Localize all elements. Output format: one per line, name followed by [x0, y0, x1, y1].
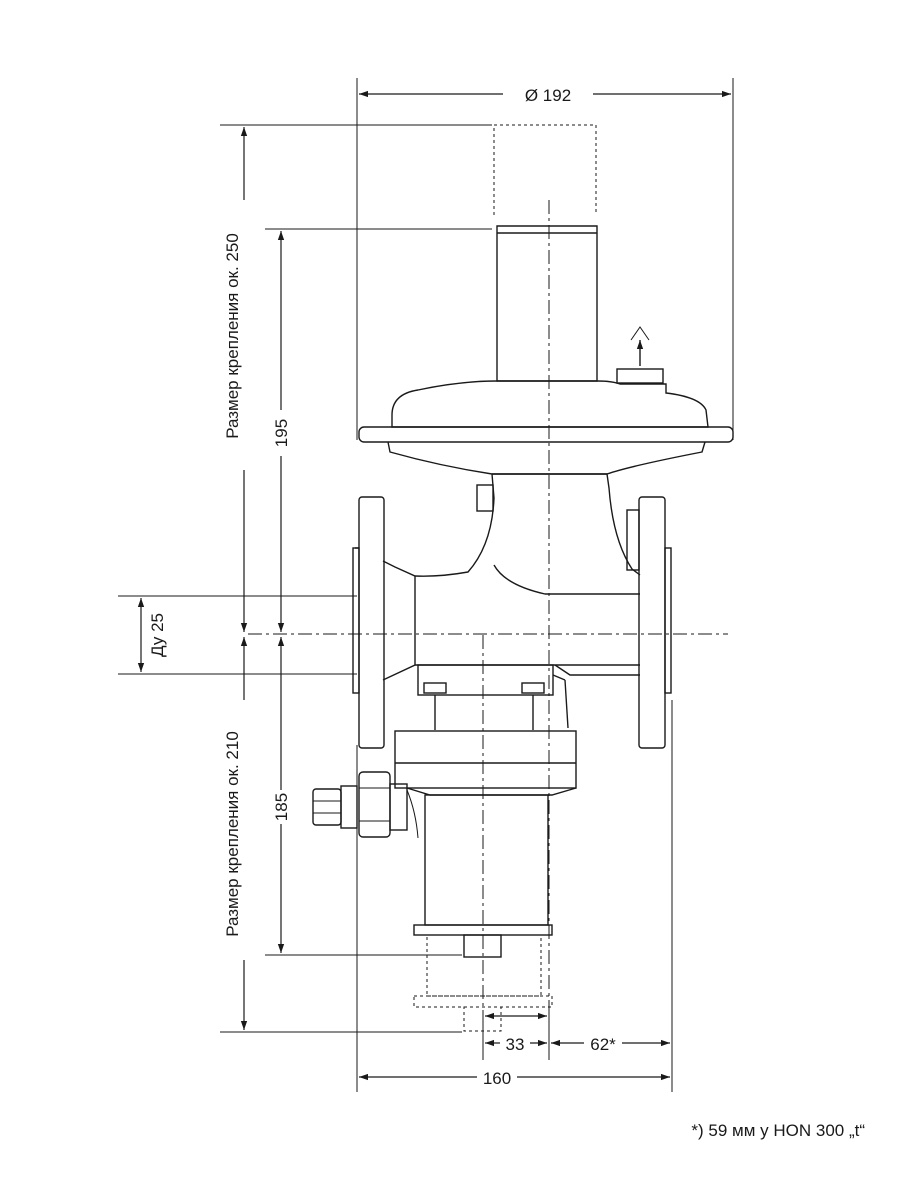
dimension-lines: [137, 90, 731, 1081]
height-185-label: 185: [272, 793, 291, 821]
spring-bonnet: [496, 225, 664, 384]
diaphragm-housing: [358, 380, 734, 475]
valve-body: [352, 473, 672, 749]
footnote: *) 59 мм у HON 300 „t“: [691, 1121, 865, 1140]
pipe-fitting: [312, 771, 419, 839]
width-160-label: 160: [483, 1069, 511, 1088]
spring-cap-phantom: [493, 124, 597, 215]
dimension-labels: Ø 192 Размер крепления ок. 250 195 Ду 25…: [148, 86, 616, 1088]
width-62-label: 62*: [590, 1035, 616, 1054]
nominal-diameter-label: Ду 25: [148, 613, 167, 657]
width-33-label: 33: [506, 1035, 525, 1054]
height-195-label: 195: [272, 419, 291, 447]
mount-upper-label: Размер крепления ок. 250: [223, 233, 242, 439]
extension-lines: [118, 78, 734, 1092]
mount-lower-label: Размер крепления ок. 210: [223, 731, 242, 937]
lower-actuator: [394, 664, 577, 1032]
centerlines: [248, 200, 728, 1060]
diameter-label: Ø 192: [525, 86, 571, 105]
